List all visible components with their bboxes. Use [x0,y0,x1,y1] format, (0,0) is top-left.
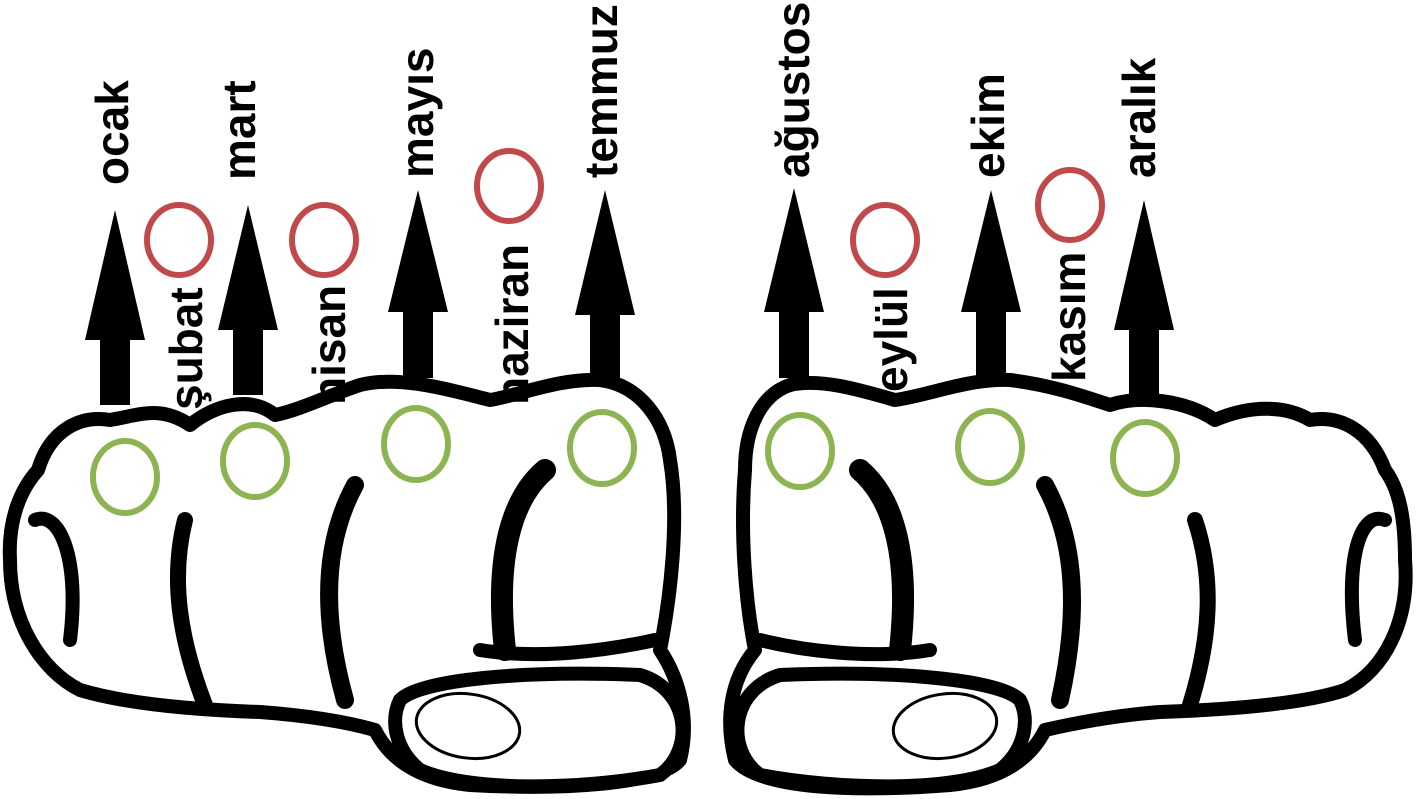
knuckle-marker-mart [220,422,290,500]
left-thumbnail [414,691,522,761]
valley-marker-kasim [1035,167,1105,243]
valley-marker-haziran [474,148,544,224]
arrow-mart [218,205,278,395]
label-ocak: ocak [86,80,138,185]
label-eylul: eylül [865,287,917,392]
valley-marker-subat [144,202,214,278]
knuckle-marker-temmuz [567,409,637,487]
label-mart: mart [213,80,265,180]
left-fist-finger-crease-2 [170,512,213,713]
right-fist-finger-crease-3 [1036,476,1081,709]
left-fist-finger-crease-4 [490,459,556,661]
label-aralik: aralık [1113,57,1165,178]
knuckle-marker-ocak [90,438,160,516]
arrows [85,188,1174,405]
left-fist-palm-line [473,633,662,662]
left-fist-finger-crease-1 [28,511,80,647]
right-fist-finger-crease-2 [1182,512,1216,713]
arrow-aralik [1114,200,1174,395]
label-temmuz: temmuz [575,4,627,178]
arrow-mayis [388,190,448,378]
label-ekim: ekim [962,73,1014,178]
right-fist [723,372,1413,796]
knuckle-marker-mayis [381,405,451,483]
right-fist-finger-crease-1 [1344,511,1392,647]
knuckle-marker-ekim [955,408,1025,486]
label-mayis: mayıs [391,48,443,178]
label-kasim: kasım [1043,252,1095,382]
arrow-ekim [961,190,1021,378]
knuckle-markers [90,405,1180,516]
valley-marker-nisan [289,202,359,278]
label-haziran: haziran [486,244,538,405]
right-thumbnail [891,691,999,761]
left-fist-finger-crease-3 [319,476,364,709]
left-fist [2,372,691,794]
label-subat: şubat [160,287,212,410]
label-agustos: ağustos [767,2,819,178]
month-labels: ocak şubat mart nisan mayıs haziran temm… [86,2,1165,410]
arrow-agustos [764,188,824,378]
arrow-temmuz [575,190,635,380]
arrow-ocak [85,210,145,405]
right-fist-palm-line [753,633,937,662]
knuckle-marker-aralik [1110,419,1180,497]
valley-marker-eylul [850,202,920,278]
right-fist-finger-crease-4 [849,459,915,661]
valley-markers [144,148,1105,278]
knuckle-marker-agustos [765,412,835,490]
label-nisan: nisan [303,285,355,405]
